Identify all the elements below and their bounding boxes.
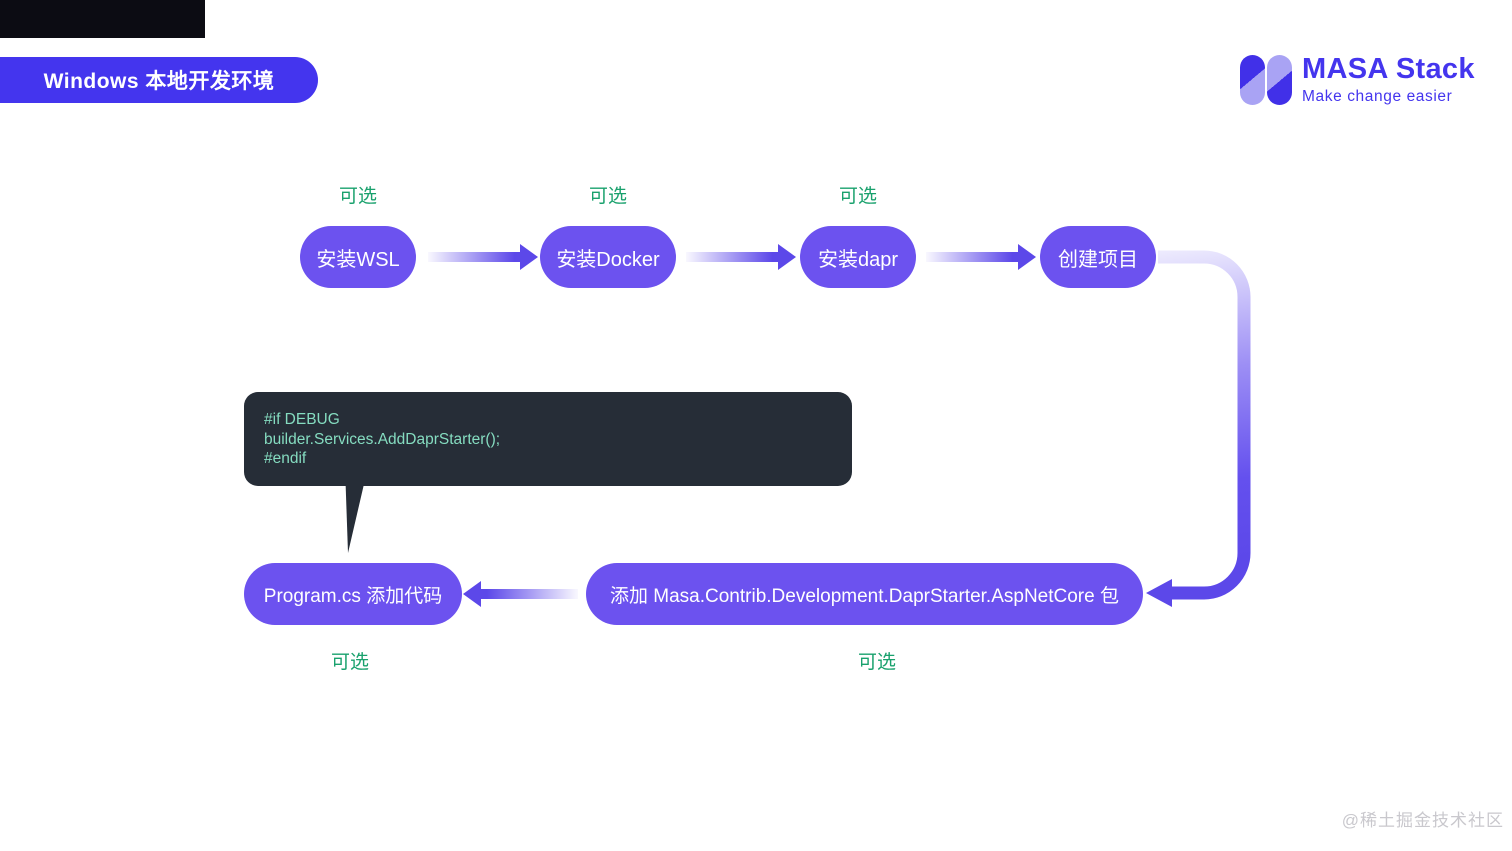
- node-install-wsl-label: 安装WSL: [316, 248, 400, 271]
- code-line-3: #endif: [264, 450, 307, 467]
- masa-stack-logo: MASA Stack Make change easier: [1240, 55, 1475, 105]
- code-line-1: #if DEBUG: [264, 411, 340, 428]
- node-install-wsl: 安装WSL: [300, 226, 416, 288]
- arrow-dapr-to-project-icon: [926, 244, 1036, 270]
- node-add-package-label: 添加 Masa.Contrib.Development.DaprStarter.…: [610, 585, 1119, 607]
- node-install-dapr: 安装dapr: [800, 226, 916, 288]
- node-install-docker-label: 安装Docker: [556, 248, 660, 271]
- title-banner: Windows 本地开发环境: [0, 57, 318, 103]
- node-create-project-label: 创建项目: [1058, 248, 1138, 271]
- node-add-package: 添加 Masa.Contrib.Development.DaprStarter.…: [586, 563, 1143, 625]
- arrow-package-to-program-icon: [463, 581, 578, 607]
- code-tooltip: #if DEBUG builder.Services.AddDaprStarte…: [244, 392, 852, 486]
- corner-block: [0, 0, 205, 38]
- optional-label-program-cs: 可选: [330, 652, 370, 673]
- code-line-2: builder.Services.AddDaprStarter();: [264, 430, 501, 448]
- arrow-wsl-to-docker-icon: [428, 244, 538, 270]
- node-install-docker: 安装Docker: [540, 226, 676, 288]
- optional-label-wsl: 可选: [338, 186, 378, 207]
- node-create-project: 创建项目: [1040, 226, 1156, 288]
- page-title: Windows 本地开发环境: [43, 70, 275, 93]
- brand-name: MASA Stack: [1302, 53, 1475, 86]
- watermark: @稀土掘金技术社区: [1341, 811, 1504, 830]
- node-program-cs-label: Program.cs 添加代码: [263, 585, 443, 607]
- optional-label-dapr: 可选: [838, 186, 878, 207]
- brand-tagline: Make change easier: [1302, 88, 1453, 106]
- optional-label-docker: 可选: [588, 186, 628, 207]
- masa-logo-icon: [1240, 55, 1292, 105]
- arrow-docker-to-dapr-icon: [686, 244, 796, 270]
- node-program-cs: Program.cs 添加代码: [244, 563, 462, 625]
- code-tooltip-tail: [345, 484, 364, 553]
- optional-label-add-package: 可选: [857, 652, 897, 673]
- node-install-dapr-label: 安装dapr: [817, 248, 899, 271]
